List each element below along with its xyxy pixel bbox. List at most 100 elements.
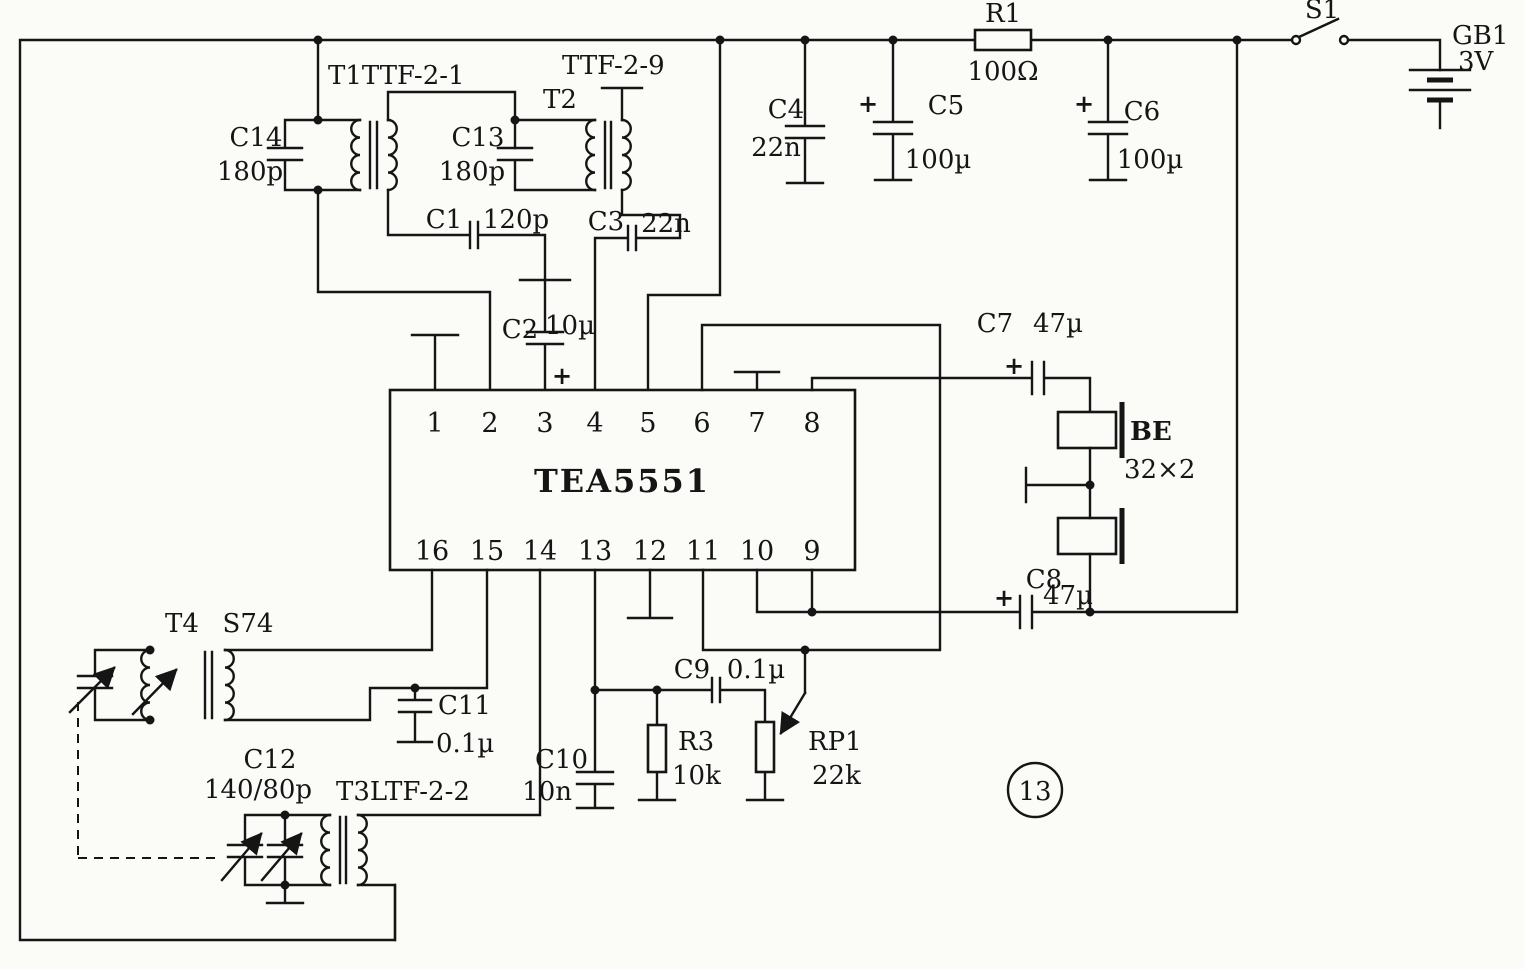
label-c1-value: 120p bbox=[483, 205, 549, 235]
figure-number-text: 13 bbox=[1018, 777, 1051, 807]
capacitor-c1-chain bbox=[386, 188, 572, 392]
label-c14-value: 180p bbox=[217, 157, 283, 187]
t3-core bbox=[338, 815, 348, 885]
label-c8-value: 47µ bbox=[1043, 581, 1093, 611]
audio-section: C7 47µ + BE 32×2 C8 + 47µ C9 0.1µ R3 10k… bbox=[522, 38, 1239, 810]
label-c10-ref: C10 bbox=[535, 745, 588, 775]
junction-dot bbox=[145, 715, 155, 725]
capacitor-c8-chain bbox=[755, 38, 1239, 630]
ic-pin-12: 12 bbox=[633, 536, 667, 567]
ic-part-number: TEA5551 bbox=[534, 462, 710, 500]
label-t1-ref: T1TTF-2-1 bbox=[328, 61, 465, 91]
label-r3-ref: R3 bbox=[678, 727, 714, 757]
battery-gb1 bbox=[1408, 68, 1472, 130]
t4-routing bbox=[223, 568, 489, 722]
label-c12-value: 140/80p bbox=[204, 775, 312, 805]
t3-primary-coil bbox=[320, 813, 332, 887]
label-be-ref: BE bbox=[1130, 417, 1172, 447]
c12-arrow-1 bbox=[220, 832, 263, 882]
wire-pin5-to-rail bbox=[646, 38, 722, 392]
label-c12-ref: C12 bbox=[244, 745, 297, 775]
label-c8-ref: C8 bbox=[1026, 565, 1062, 595]
t2-tank-and-c13 bbox=[496, 118, 597, 192]
potentiometer-rp1 bbox=[754, 720, 776, 774]
t4-coil-arrow bbox=[131, 668, 178, 716]
tuning-gang-link bbox=[77, 702, 220, 859]
wire-supply-rail bbox=[18, 38, 1442, 942]
label-c5-polarity: + bbox=[858, 89, 878, 118]
label-c4-value: 22n bbox=[751, 133, 801, 163]
label-t4-type: S74 bbox=[223, 609, 274, 639]
label-c9-value: 0.1µ bbox=[727, 655, 785, 685]
label-c13-value: 180p bbox=[439, 157, 505, 187]
t2-secondary-coil bbox=[620, 118, 632, 192]
t2-top-stub bbox=[600, 86, 644, 122]
figure-number-badge: 13 bbox=[1006, 761, 1064, 819]
wires-t1-routing bbox=[316, 38, 517, 392]
ic-pin-14: 14 bbox=[523, 536, 557, 567]
junction-dot bbox=[800, 645, 810, 655]
tuning-section: T4 S74 C11 0.1µ C12 140/80p T3LTF-2-2 bbox=[68, 568, 542, 942]
switch-contact bbox=[1338, 34, 1350, 46]
label-c3-value: 22n bbox=[641, 209, 691, 239]
capacitor-c5 bbox=[872, 38, 914, 182]
junction-dot bbox=[800, 35, 810, 45]
ic-pin-6: 6 bbox=[693, 408, 710, 439]
c12-arrow-2 bbox=[260, 832, 303, 882]
rp1-wiper-arrow bbox=[779, 691, 807, 736]
t4-core bbox=[203, 650, 214, 720]
ic-body bbox=[388, 388, 857, 572]
ic-pin-7: 7 bbox=[748, 408, 765, 439]
earphone-top bbox=[1056, 410, 1118, 450]
capacitor-c4 bbox=[784, 38, 826, 185]
pin7-stub bbox=[733, 370, 781, 392]
ic-pin-15: 15 bbox=[470, 536, 504, 567]
label-c13-ref: C13 bbox=[452, 123, 505, 153]
ic-pin-1: 1 bbox=[426, 408, 443, 439]
label-c5-ref: C5 bbox=[928, 91, 964, 121]
label-rp1-value: 22k bbox=[812, 761, 861, 791]
label-t2-ref: T2 bbox=[543, 85, 577, 115]
junction-dot bbox=[280, 810, 290, 820]
capacitor-c11 bbox=[396, 686, 434, 744]
if-section: T1TTF-2-1 TTF-2-9 T2 C14 180p C13 180p C… bbox=[217, 38, 781, 392]
t4-primary-coil bbox=[140, 648, 152, 722]
battery-long-plates bbox=[1408, 68, 1472, 92]
junction-dot bbox=[510, 115, 520, 125]
switch-lever bbox=[1297, 17, 1340, 39]
resistor-r1 bbox=[973, 28, 1033, 52]
label-c9-ref: C9 bbox=[674, 655, 710, 685]
junction-dot bbox=[807, 607, 817, 617]
switch-contact bbox=[1290, 34, 1302, 46]
feedback-loop-wires bbox=[700, 323, 942, 652]
label-c6-polarity: + bbox=[1074, 89, 1094, 118]
label-c11-ref: C11 bbox=[438, 691, 491, 721]
label-c10-value: 10n bbox=[522, 777, 572, 807]
t1-primary-coil bbox=[350, 118, 362, 192]
capacitor-c10 bbox=[575, 688, 615, 810]
label-be-value: 32×2 bbox=[1124, 455, 1195, 485]
t1-core bbox=[368, 120, 379, 190]
label-c8-polarity: + bbox=[994, 583, 1014, 612]
label-t4-ref: T4 bbox=[165, 609, 199, 639]
earphone-be bbox=[1024, 402, 1125, 614]
junction-dot bbox=[652, 685, 662, 695]
label-c3-ref: C3 bbox=[588, 207, 624, 237]
label-gb1-value: 3V bbox=[1458, 47, 1495, 77]
t4-cap-arrow bbox=[68, 666, 116, 714]
junction-dot bbox=[313, 115, 323, 125]
figure-number-circle bbox=[1006, 761, 1064, 819]
earphone-bottom bbox=[1056, 516, 1118, 556]
ic-pin-8: 8 bbox=[803, 408, 820, 439]
ic-pin-3: 3 bbox=[536, 408, 553, 439]
label-c4-ref: C4 bbox=[768, 95, 804, 125]
label-t2-type: TTF-2-9 bbox=[562, 51, 665, 81]
resistor-r3 bbox=[646, 723, 668, 774]
ic-pin-2: 2 bbox=[481, 408, 498, 439]
label-s1-ref: S1 bbox=[1305, 0, 1339, 25]
t1-secondary-coil bbox=[386, 118, 398, 192]
label-r1-value: 100Ω bbox=[967, 57, 1038, 87]
ic-pin-4: 4 bbox=[586, 408, 603, 439]
